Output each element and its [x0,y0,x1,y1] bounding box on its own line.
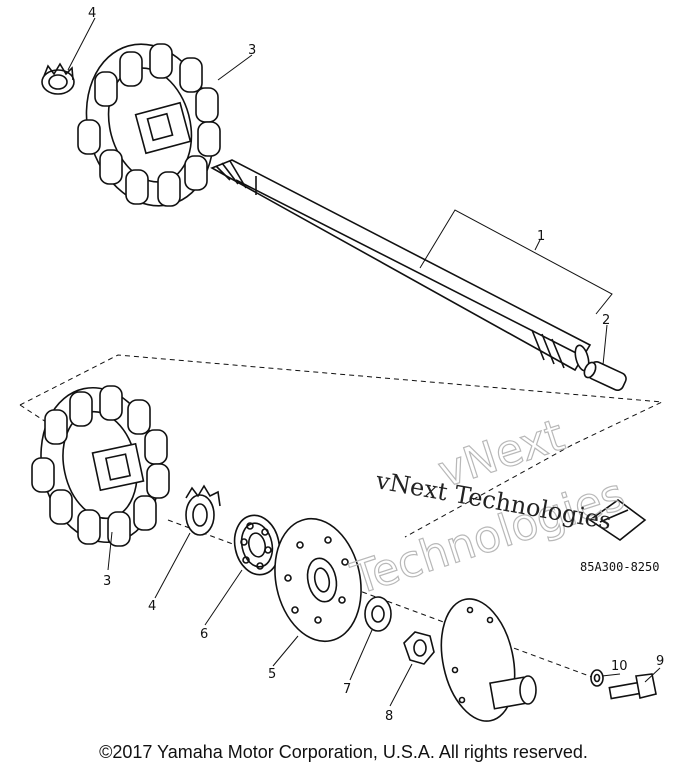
callout-3-bottom: 3 [103,574,111,589]
pin [583,360,627,392]
washer [364,596,392,632]
drive-shaft [210,159,592,372]
diagram-code: 85A300-8250 [580,560,659,574]
callout-4-bottom: 4 [148,599,156,614]
bearing [233,514,281,576]
drive-sprocket-bottom [31,385,170,547]
flange-plate [274,517,362,643]
nut [403,631,435,665]
clamp-top [41,62,75,95]
clamp-bottom [185,484,221,536]
callout-5: 5 [268,667,276,682]
callout-4-top: 4 [88,6,96,21]
leader-lines [67,17,613,366]
copyright-notice: ©2017 Yamaha Motor Corporation, U.S.A. A… [99,742,588,762]
callout-7: 7 [343,682,351,697]
callout-3-top: 3 [248,43,256,58]
hub [440,598,537,722]
small-washer [590,669,604,687]
callout-8: 8 [385,709,393,724]
callout-10: 10 [611,659,628,674]
callout-9: 9 [656,654,664,669]
callout-1: 1 [537,229,545,244]
bolt [608,673,657,700]
callout-6: 6 [200,627,208,642]
leader-lines-bottom [107,531,661,707]
drive-sprocket-top [77,43,221,207]
retainer-clip [588,499,647,541]
callout-2: 2 [602,313,610,328]
